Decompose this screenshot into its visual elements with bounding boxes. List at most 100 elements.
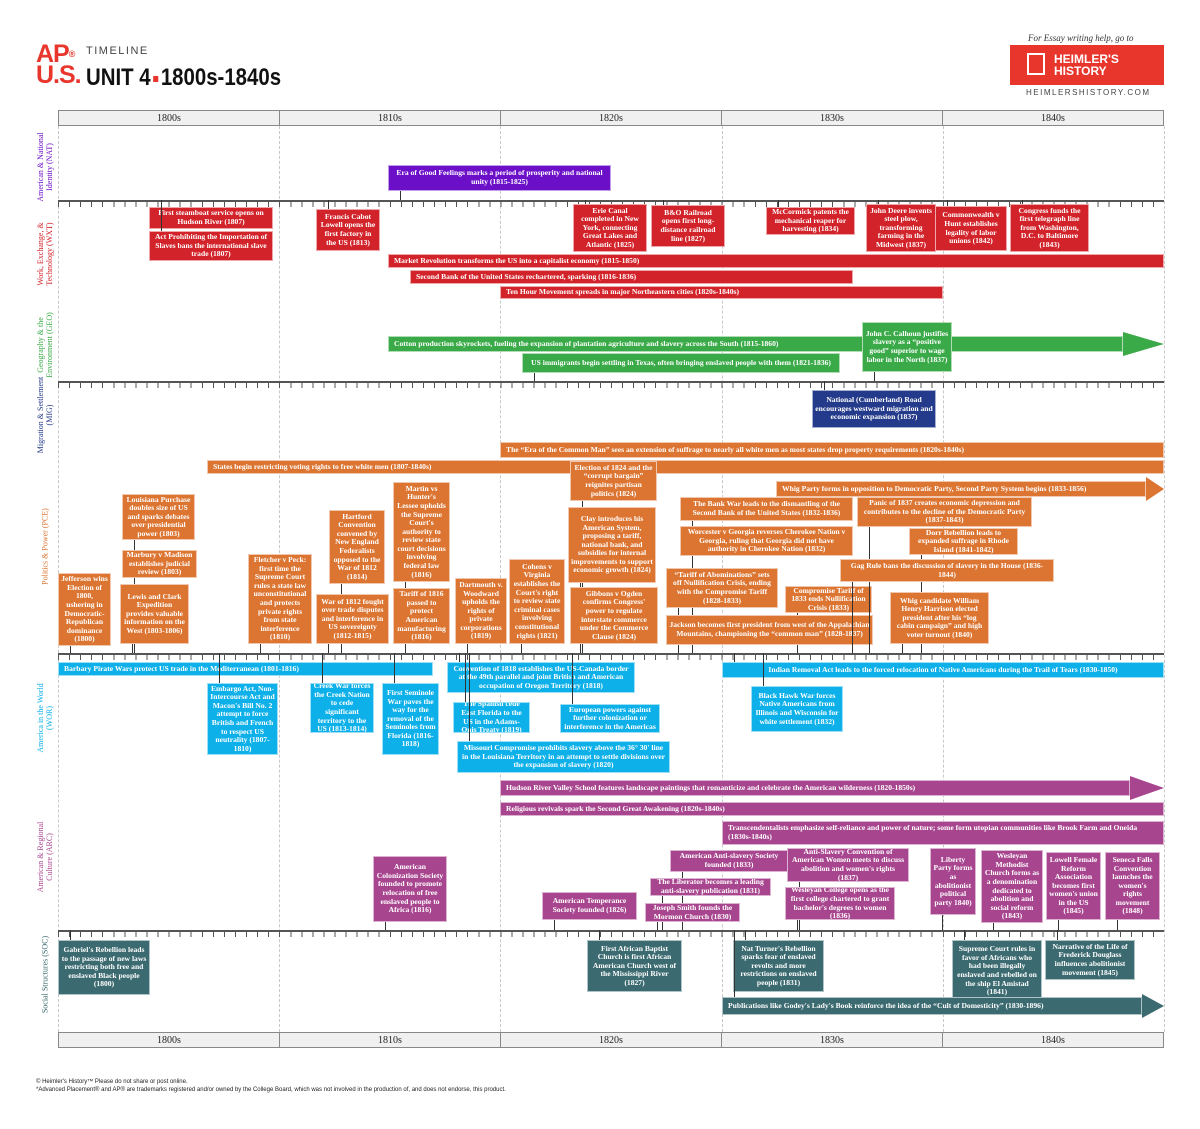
event-box-nat[interactable]: Era of Good Feelings marks a period of p…	[388, 165, 611, 191]
event-box-pce[interactable]: The “Era of the Common Man” sees an exte…	[500, 442, 1164, 458]
event-box-wxt[interactable]: Market Revolution transforms the US into…	[388, 254, 1164, 268]
event-box-wxt[interactable]: McCormick patents the mechanical reaper …	[766, 207, 855, 235]
decade-header-bottom: 1800s 1810s 1820s 1830s 1840s	[58, 1032, 1164, 1048]
event-box-pce[interactable]: Marbury v Madison establishes judicial r…	[122, 550, 197, 578]
event-box-pce[interactable]: Gibbons v Ogden confirms Congress' power…	[570, 587, 658, 644]
connector-line	[797, 920, 798, 930]
event-box-pce[interactable]: Jackson becomes first president from wes…	[666, 615, 873, 645]
event-box-wxt[interactable]: First steamboat service opens on Hudson …	[149, 207, 273, 229]
event-box-geo[interactable]: Cotton production skyrockets, fueling th…	[388, 336, 1123, 352]
arrow-head-icon	[1123, 332, 1164, 356]
event-box-pce[interactable]: Cohens v Virginia establishes the Court'…	[509, 559, 565, 644]
event-box-arc[interactable]: American Temperance Society founded (182…	[542, 892, 637, 920]
row-axis	[58, 381, 1164, 388]
event-box-pce[interactable]: Whig candidate William Henry Harrison el…	[890, 592, 989, 644]
event-box-pce[interactable]: Worcester v Georgia reverses Cherokee Na…	[680, 526, 853, 556]
event-box-soc[interactable]: Nat Turner's Rebellion sparks fear of en…	[733, 940, 824, 992]
event-box-arc[interactable]: The Liberator becomes a leading anti-sla…	[650, 878, 771, 896]
connector-line	[734, 653, 735, 662]
event-box-arc[interactable]: Hudson River Valley School features land…	[500, 780, 1130, 796]
event-box-pce[interactable]: Whig Party forms in opposition to Democr…	[776, 481, 1146, 497]
event-box-geo[interactable]: John C. Calhoun justifies slavery as a “…	[862, 322, 952, 372]
event-box-pce[interactable]: Compromise Tariff of 1833 ends Nullifica…	[785, 586, 872, 613]
event-box-pce[interactable]: Election of 1824 and the “corrupt bargai…	[570, 461, 657, 501]
connector-line	[745, 930, 746, 940]
event-box-arc[interactable]: Wesleyan Methodist Church forms as a den…	[981, 850, 1043, 923]
event-box-wor[interactable]: Indian Removal Act leads to the forced r…	[722, 662, 1164, 678]
connector-line	[947, 200, 948, 206]
connector-line	[400, 191, 401, 200]
row-label-pce: Politics & Power (PCE)	[40, 507, 50, 585]
event-box-arc[interactable]: Transcendentalists emphasize self-relian…	[722, 821, 1164, 845]
event-box-soc[interactable]: Narrative of the Life of Frederick Dougl…	[1045, 940, 1135, 980]
event-box-arc[interactable]: Wesleyan College opens as the first coll…	[785, 887, 895, 920]
event-box-wxt[interactable]: Ten Hour Movement spreads in major North…	[500, 286, 943, 299]
event-box-arc[interactable]: Seneca Falls Convention launches the wom…	[1105, 852, 1160, 920]
event-box-wxt[interactable]: Erie Canal completed in New York, connec…	[573, 204, 647, 252]
event-box-pce[interactable]: Martin vs Hunter's Lessee upholds the Su…	[393, 482, 450, 582]
connector-line	[678, 645, 679, 653]
event-box-arc[interactable]: Liberty Party forms as abolitionist poli…	[930, 848, 976, 915]
event-box-pce[interactable]: Gag Rule bans the discussion of slavery …	[840, 559, 1054, 582]
disclaimer-text: *Advanced Placement® and AP® are tradema…	[36, 1087, 506, 1093]
event-box-wor[interactable]: Embargo Act, Non-Intercourse Act and Mac…	[207, 683, 278, 755]
event-box-soc[interactable]: Publications like Godey's Lady's Book re…	[722, 997, 1142, 1015]
decade-header-top: 1800s 1810s 1820s 1830s 1840s	[58, 110, 1164, 126]
event-box-arc[interactable]: American Anti-slavery Society founded (1…	[670, 850, 788, 872]
event-box-soc[interactable]: First African Baptist Church is first Af…	[587, 940, 682, 992]
event-box-wor[interactable]: Barbary Pirate Wars protect US trade in …	[58, 662, 433, 676]
connector-line	[394, 653, 395, 683]
event-box-wor[interactable]: Black Hawk War forces Native Americans f…	[751, 686, 843, 732]
event-box-pce[interactable]: Lewis and Clark Expedition provides valu…	[120, 584, 189, 644]
connector-line	[824, 381, 825, 390]
event-box-pce[interactable]: Dorr Rebellion leads to expanded suffrag…	[909, 528, 1018, 555]
event-box-wor[interactable]: Convention of 1818 establishes the US-Ca…	[447, 662, 635, 693]
event-box-pce[interactable]: “Tariff of Abominations” sets off Nullif…	[666, 568, 778, 608]
event-box-wxt[interactable]: Francis Cabot Lowell opens the first fac…	[316, 209, 380, 251]
event-box-soc[interactable]: Gabriel's Rebellion leads to the passage…	[58, 940, 150, 995]
event-box-wor[interactable]: Monroe Doctrine warns European powers ag…	[560, 704, 660, 733]
event-box-arc[interactable]: Joseph Smith founds the Mormon Church (1…	[645, 903, 740, 922]
event-box-pce[interactable]: The Bank War leads to the dismantling of…	[680, 497, 853, 521]
event-box-pce[interactable]: War of 1812 fought over trade disputes a…	[316, 594, 389, 644]
event-box-pce[interactable]: Fletcher v Peck: first time the Supreme …	[248, 554, 312, 644]
arrow-head-icon	[1142, 994, 1164, 1018]
brand-url[interactable]: HEIMLERSHISTORY.COM	[1026, 88, 1151, 97]
event-box-pce[interactable]: Tariff of 1816 passed to protect America…	[393, 588, 450, 644]
event-box-wxt[interactable]: Commonwealth v Hunt establishes legality…	[935, 206, 1007, 251]
event-box-wxt[interactable]: Second Bank of the United States rechart…	[410, 270, 853, 284]
connector-line	[869, 527, 870, 653]
event-box-pce[interactable]: Jefferson wins Election of 1800, usherin…	[58, 573, 111, 646]
connector-line	[585, 200, 586, 204]
event-box-pce[interactable]: Panic of 1837 creates economic depressio…	[857, 497, 1032, 527]
event-box-wxt[interactable]: John Deere invents steel plow, transform…	[866, 204, 936, 252]
event-box-pce[interactable]: States begin restricting voting rights t…	[207, 460, 1164, 474]
event-box-pce[interactable]: Clay introduces his American System, pro…	[568, 507, 656, 583]
decade-label: 1800s	[59, 1033, 280, 1047]
event-box-geo[interactable]: US immigrants begin settling in Texas, o…	[522, 353, 840, 373]
connector-line	[465, 653, 466, 702]
row-label-nat: American & National Identity (NAT)	[36, 132, 54, 202]
event-box-arc[interactable]: Anti-Slavery Convention of American Wome…	[787, 848, 909, 882]
event-box-mig[interactable]: National (Cumberland) Road encourages we…	[812, 390, 936, 428]
event-box-wxt[interactable]: B&O Railroad opens first long-distance r…	[651, 205, 725, 247]
event-box-pce[interactable]: Hartford Convention convened by New Engl…	[329, 510, 385, 584]
decade-label: 1800s	[59, 111, 280, 125]
event-box-wor[interactable]: Creek War forces the Creek Nation to ced…	[310, 683, 374, 733]
event-box-arc[interactable]: Religious revivals spark the Second Grea…	[500, 802, 1164, 816]
event-box-pce[interactable]: Louisiana Purchase doubles size of US an…	[122, 494, 195, 540]
event-box-soc[interactable]: Supreme Court rules in favor of Africans…	[952, 940, 1042, 1002]
connector-line	[878, 200, 879, 204]
connector-line	[964, 930, 965, 940]
event-box-wor[interactable]: First Seminole War paves the way for the…	[382, 683, 439, 755]
event-box-wxt[interactable]: Congress funds the first telegraph line …	[1010, 204, 1089, 252]
event-box-wor[interactable]: Missouri Compromise prohibits slavery ab…	[457, 741, 670, 773]
event-box-arc[interactable]: American Colonization Society founded to…	[373, 856, 447, 922]
event-box-wor[interactable]: The Spanish cede East Florida to the US …	[453, 702, 530, 733]
event-box-pce[interactable]: Dartmouth v. Woodward upholds the rights…	[455, 578, 507, 644]
event-box-arc[interactable]: Lowell Female Reform Association becomes…	[1046, 852, 1101, 920]
event-box-wxt[interactable]: Act Prohibiting the Importation of Slave…	[149, 231, 273, 261]
connector-line	[322, 653, 323, 683]
row-label-mig: Migration & Settlement (MIG)	[36, 376, 54, 453]
